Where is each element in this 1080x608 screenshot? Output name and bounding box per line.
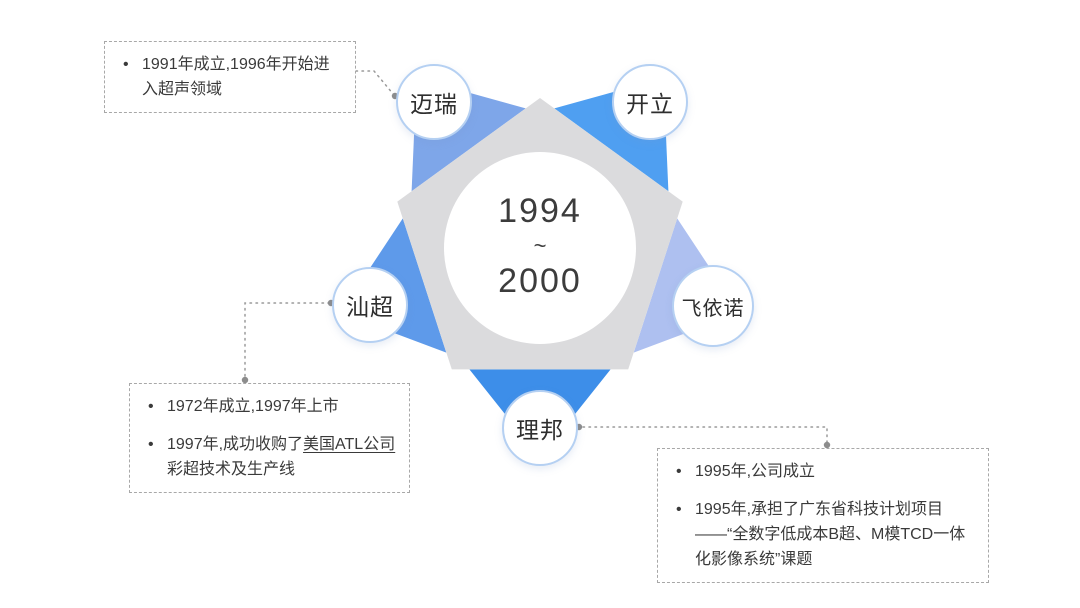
node-kaili: 开立 xyxy=(612,64,688,140)
node-label: 开立 xyxy=(626,91,674,117)
callout-bullet: 1995年,承担了广东省科技计划项目——“全数字低成本B超、M模TCD一体化影像… xyxy=(670,497,976,572)
callout-mairui: 1991年成立,1996年开始进入超声领域 xyxy=(104,41,356,113)
text-segment: 1995年,承担了广东省科技计划项目——“全数字低成本B超、M模TCD一体化影像… xyxy=(695,501,966,568)
node-label: 汕超 xyxy=(346,294,394,320)
node-feiyinuo: 飞依诺 xyxy=(672,265,754,347)
callout-libang: 1995年,公司成立 1995年,承担了广东省科技计划项目——“全数字低成本B超、… xyxy=(657,448,989,583)
text-segment: 1995年,公司成立 xyxy=(695,463,816,480)
node-shanchao: 汕超 xyxy=(332,267,408,343)
connector-dot xyxy=(823,441,831,449)
connector-shanchao xyxy=(244,302,331,383)
text-segment: 1972年成立,1997年上市 xyxy=(167,398,339,415)
node-label: 迈瑞 xyxy=(410,91,458,117)
text-segment: 1991年成立,1996年开始进入超声领域 xyxy=(142,56,330,98)
callout-bullet-list: 1972年成立,1997年上市 1997年,成功收购了美国ATL公司彩超技术及生产… xyxy=(142,394,397,482)
center-year-range: 1994 ~ 2000 xyxy=(430,192,650,300)
center-disc xyxy=(444,152,636,344)
text-segment: 1997年,成功收购了 xyxy=(167,436,304,453)
connector-dot xyxy=(241,376,249,384)
callout-bullet: 1997年,成功收购了美国ATL公司彩超技术及生产线 xyxy=(142,432,397,482)
callout-bullet: 1972年成立,1997年上市 xyxy=(142,394,397,419)
callout-bullet-list: 1991年成立,1996年开始进入超声领域 xyxy=(117,52,343,102)
connector-mairui xyxy=(355,70,395,96)
text-segment: 彩超技术及生产线 xyxy=(167,461,296,478)
year-separator: ~ xyxy=(533,233,547,258)
year-start: 1994 xyxy=(498,192,582,230)
callout-shanchao: 1972年成立,1997年上市 1997年,成功收购了美国ATL公司彩超技术及生产… xyxy=(129,383,410,493)
connector-libang xyxy=(576,426,828,447)
year-end: 2000 xyxy=(498,262,582,300)
node-mairui: 迈瑞 xyxy=(396,64,472,140)
callout-bullet: 1991年成立,1996年开始进入超声领域 xyxy=(117,52,343,102)
callout-bullet: 1995年,公司成立 xyxy=(670,459,976,484)
node-label: 飞依诺 xyxy=(681,297,745,320)
underlined-text: 美国ATL公司 xyxy=(303,436,396,453)
callout-bullet-list: 1995年,公司成立 1995年,承担了广东省科技计划项目——“全数字低成本B超、… xyxy=(670,459,976,572)
node-label: 理邦 xyxy=(516,417,564,443)
node-libang: 理邦 xyxy=(502,390,578,466)
